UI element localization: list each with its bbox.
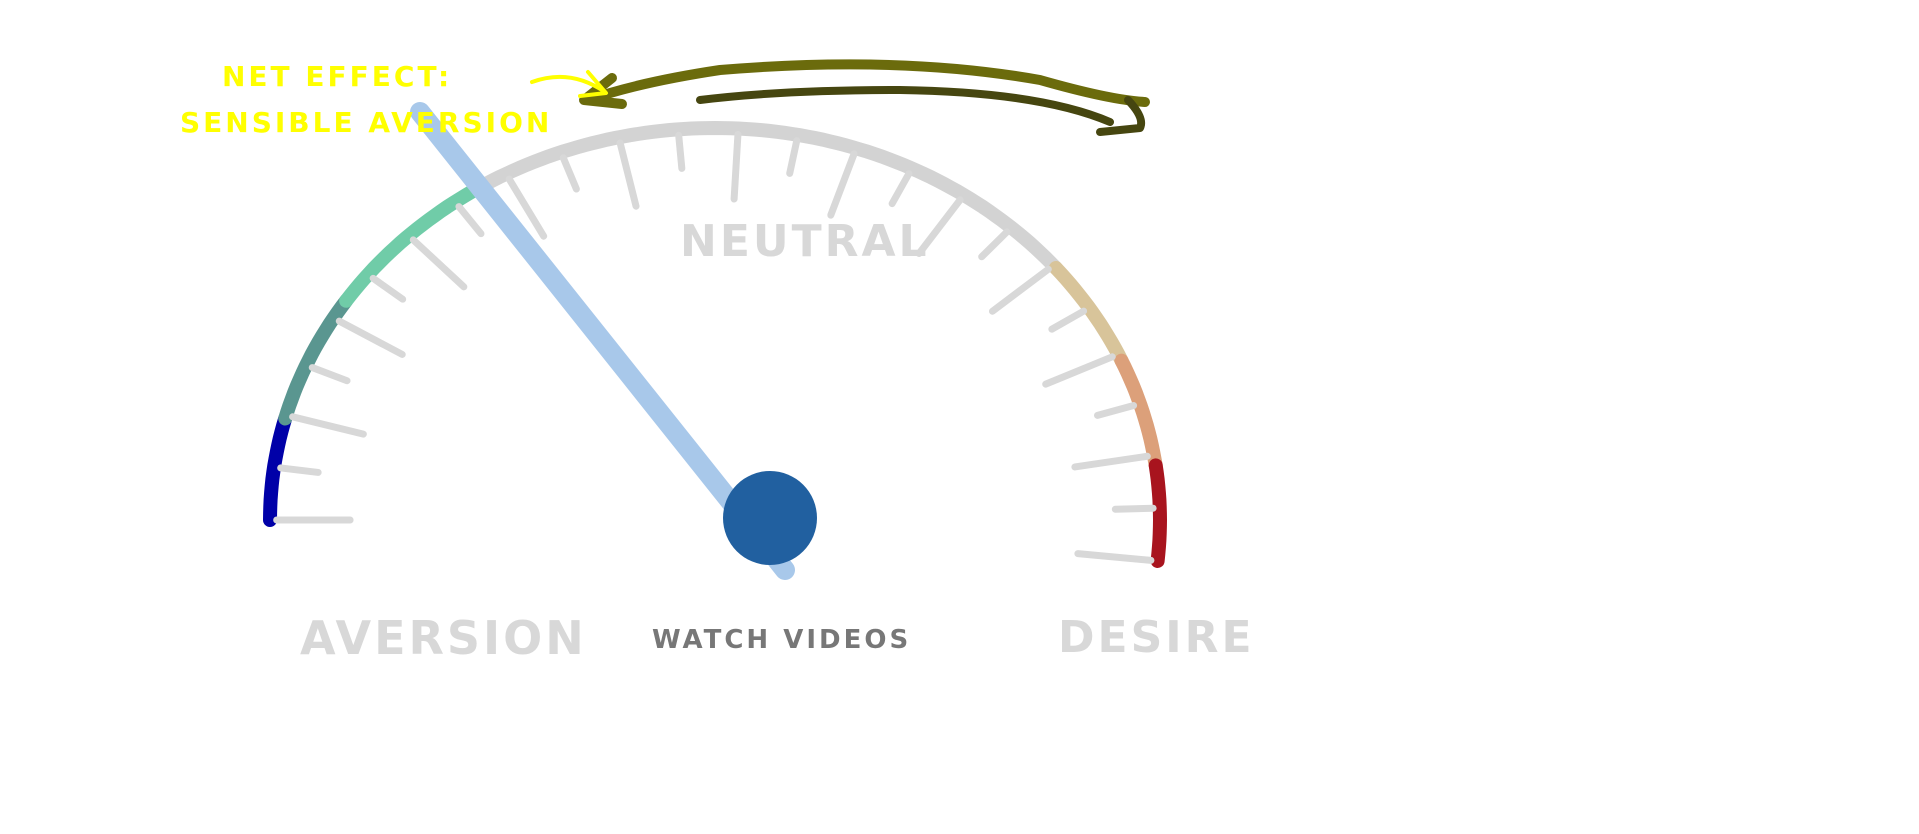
annotation-arrowhead xyxy=(578,70,608,98)
gauge-tick xyxy=(455,203,485,238)
annotation-line1: NET EFFECT: xyxy=(222,60,452,93)
label-aversion: AVERSION xyxy=(300,611,587,665)
gauge-tick xyxy=(308,364,351,385)
gauge-tick xyxy=(369,274,407,303)
swing-arrow-lower xyxy=(696,85,1114,126)
gauge-needle xyxy=(410,102,795,580)
swing-arrowhead-right xyxy=(1096,96,1146,136)
arc-segment-mild-desire xyxy=(1048,261,1129,368)
gauge-tick xyxy=(978,228,1011,261)
gauge-tick xyxy=(888,170,913,208)
label-watch-videos: WATCH VIDEOS xyxy=(652,625,911,655)
gauge-tick xyxy=(786,137,801,177)
gauge-ticks xyxy=(273,130,1157,564)
arc-segment-strong-aversion xyxy=(263,411,293,527)
gauge-tick xyxy=(827,150,858,219)
gauge-tick xyxy=(335,317,406,358)
gauge-tick xyxy=(730,130,742,203)
gauge-tick xyxy=(1071,452,1151,471)
gauge-tick xyxy=(505,175,548,240)
gauge-tick xyxy=(915,196,964,258)
gauge-tick xyxy=(1048,307,1088,333)
gauge-tick xyxy=(675,131,686,172)
swing-arrowhead-left xyxy=(579,73,627,109)
gauge-hub xyxy=(723,471,817,565)
arc-segment-desire xyxy=(1114,353,1163,473)
gauge-tick xyxy=(616,139,640,210)
gauge-tick xyxy=(1093,401,1138,419)
gauge-tick xyxy=(1074,550,1155,564)
gauge-tick xyxy=(409,236,468,291)
gauge-arc xyxy=(263,120,1168,568)
annotation-arrow xyxy=(530,74,607,94)
gauge-tick xyxy=(289,413,367,438)
gauge-tick xyxy=(559,154,580,193)
arc-segment-strong-desire xyxy=(1148,458,1168,568)
arc-segment-aversion xyxy=(278,293,354,426)
label-neutral: NEUTRAL xyxy=(680,216,930,267)
arc-segment-neutral xyxy=(472,120,1063,275)
swing-arrow-upper xyxy=(583,59,1150,107)
arc-segment-mild-aversion xyxy=(339,180,487,308)
gauge-tick xyxy=(277,464,322,476)
gauge-tick xyxy=(988,265,1052,315)
label-desire: DESIRE xyxy=(1058,612,1255,663)
annotation-line2: SENSIBLE AVERSION xyxy=(180,106,552,139)
gauge-tick xyxy=(1111,504,1157,513)
gauge-tick xyxy=(1042,353,1116,388)
